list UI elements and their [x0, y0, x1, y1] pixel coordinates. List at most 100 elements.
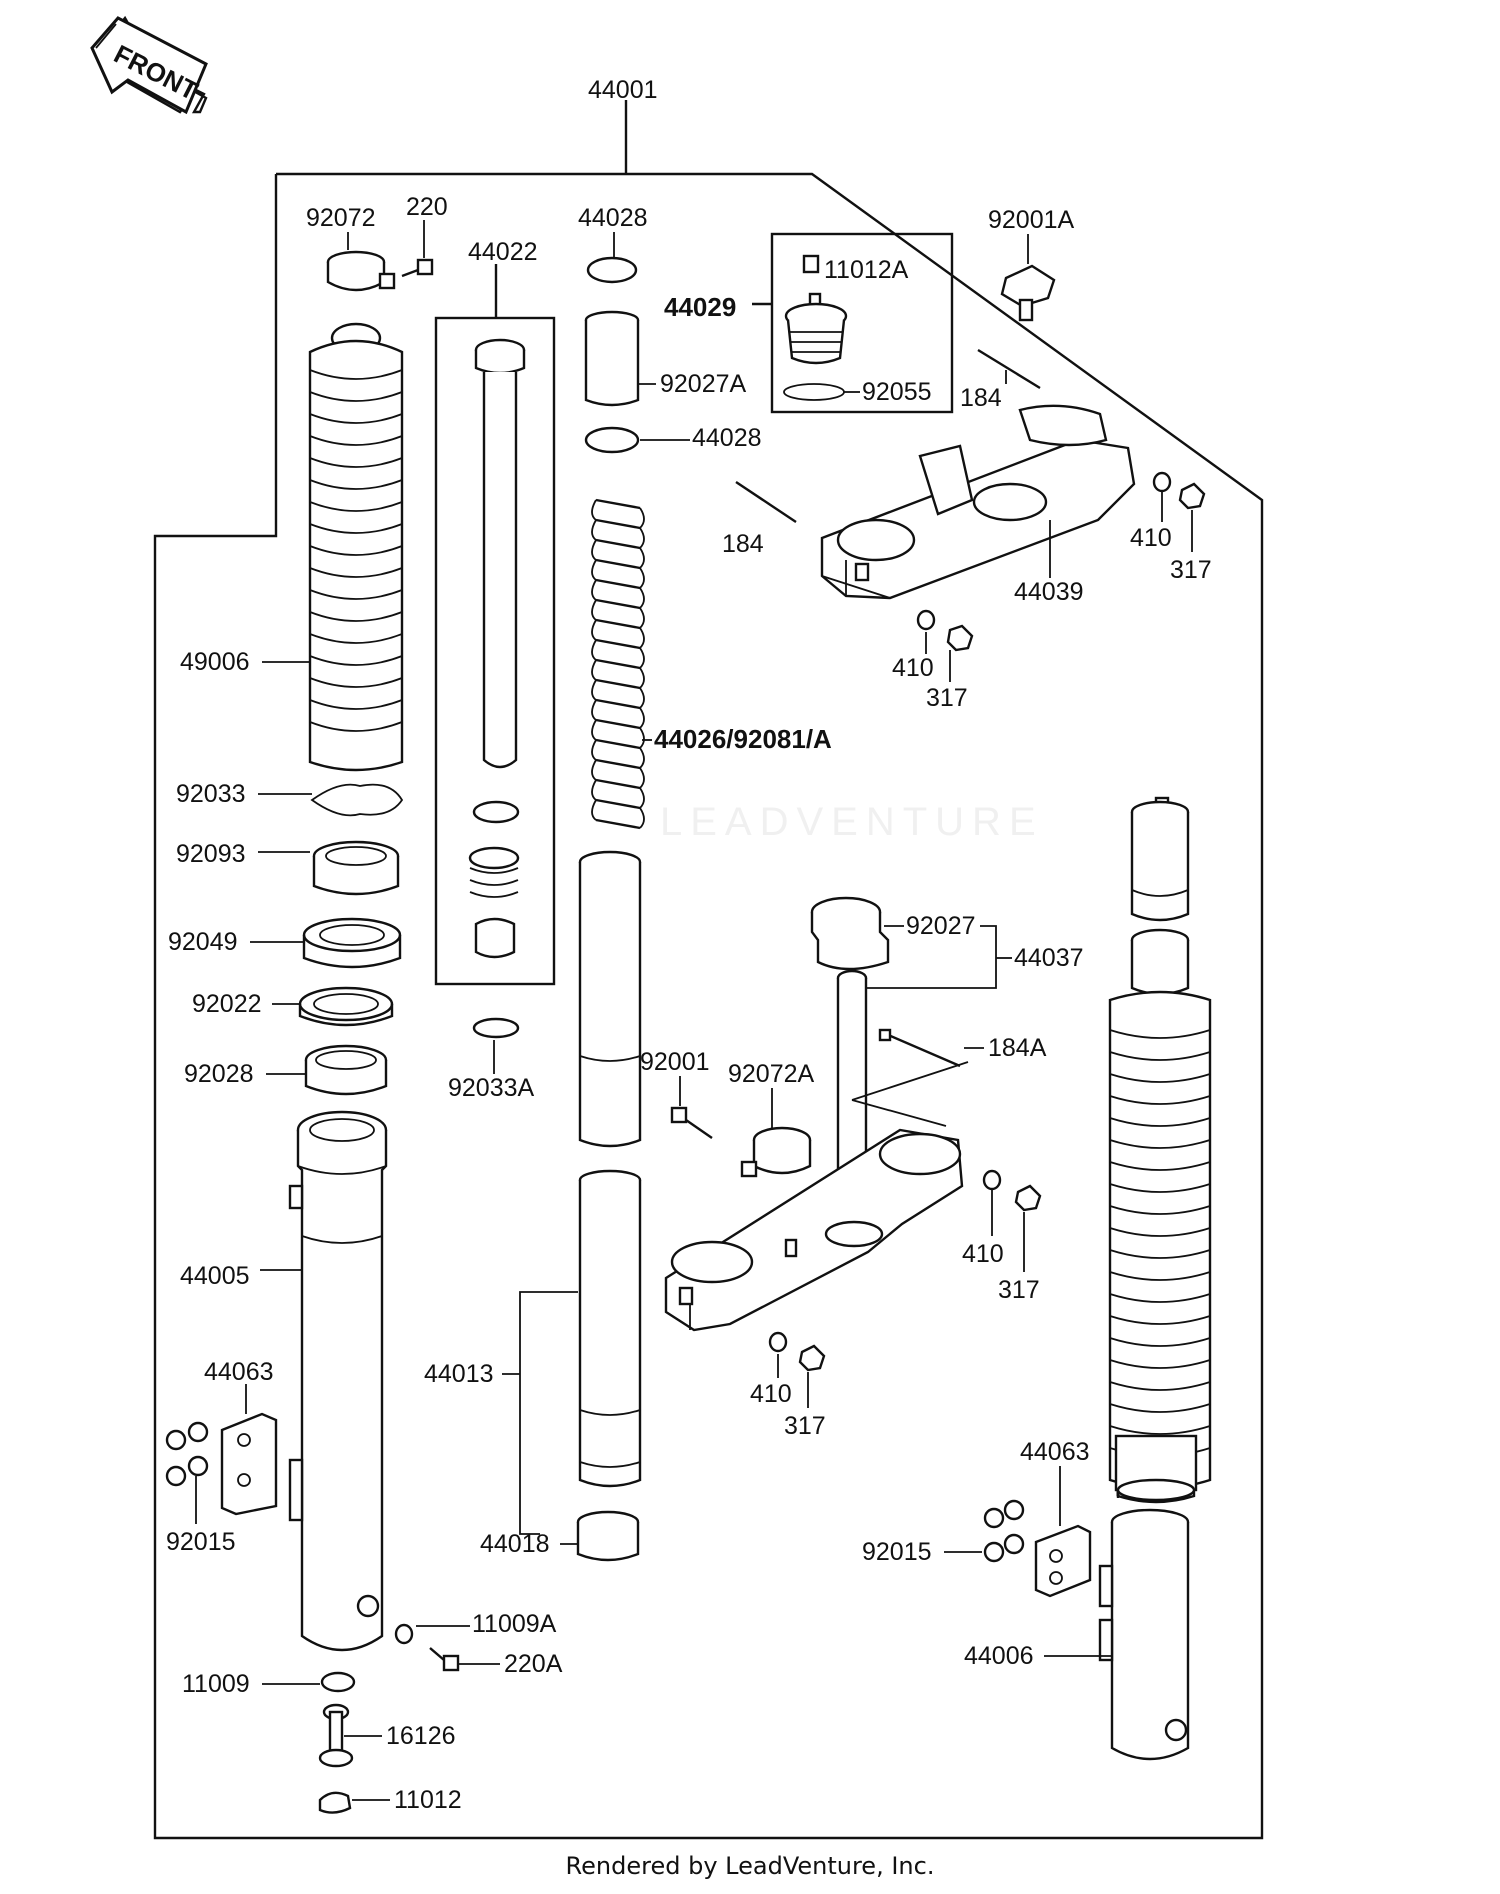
right-fork-assembly-part — [1098, 796, 1212, 1761]
label-92093: 92093 — [176, 840, 246, 868]
bolt-16126-part — [318, 1703, 354, 1768]
label-44005: 44005 — [180, 1262, 250, 1290]
nut-317-b-part — [946, 624, 974, 652]
fork-cap-part — [784, 292, 848, 365]
nut-317-d-part — [798, 1344, 826, 1372]
label-92072A: 92072A — [728, 1060, 815, 1088]
washer-part — [298, 986, 394, 1027]
axle-clamp-right-part — [1034, 1524, 1092, 1598]
label-410-b: 410 — [892, 654, 934, 682]
label-184-right: 184 — [960, 384, 1002, 412]
label-92072: 92072 — [306, 204, 376, 232]
label-317-b: 317 — [926, 684, 968, 712]
label-49006: 49006 — [180, 648, 250, 676]
oil-seal-part — [302, 917, 402, 969]
label-92033: 92033 — [176, 780, 246, 808]
label-44063-left: 44063 — [204, 1358, 274, 1386]
damper-rod-part — [468, 338, 526, 959]
nut-317-c-part — [1014, 1184, 1042, 1212]
cap-44029-box — [770, 232, 954, 414]
label-92022: 92022 — [192, 990, 262, 1018]
washer-410-c-part — [982, 1169, 1002, 1191]
dust-seal-part — [312, 840, 400, 896]
clamp-part — [326, 250, 396, 292]
label-220A: 220A — [504, 1650, 563, 1678]
label-92015-right: 92015 — [862, 1538, 932, 1566]
spring-seat-bottom-part — [584, 426, 640, 454]
circlip-part — [472, 1017, 520, 1039]
footer-credit: Rendered by LeadVenture, Inc. — [565, 1852, 935, 1880]
inner-tube-upper-part — [578, 850, 642, 1148]
outer-tube-left-part — [288, 1110, 388, 1652]
label-44006: 44006 — [964, 1642, 1034, 1670]
fork-boot-part — [308, 322, 404, 772]
label-92027A: 92027A — [660, 370, 747, 398]
label-11009A: 11009A — [472, 1610, 557, 1638]
spacer-92027a-part — [584, 310, 640, 407]
nut-11012-part — [318, 1791, 352, 1814]
air-valve-part — [802, 254, 820, 274]
spring-seat-top-part — [586, 256, 638, 284]
label-44063-right: 44063 — [1020, 1438, 1090, 1466]
label-92028: 92028 — [184, 1060, 254, 1088]
bushing-part — [304, 1044, 388, 1096]
washer-410-a-part — [1152, 471, 1172, 493]
steering-stem-bolt-part — [1000, 264, 1056, 322]
washer-410-d-part — [768, 1331, 788, 1353]
bolt-220a-part — [429, 1647, 460, 1672]
label-11012: 11012 — [394, 1786, 462, 1814]
lower-bracket-part — [664, 1128, 964, 1332]
label-92049: 92049 — [168, 928, 238, 956]
bearing-cone-part — [810, 896, 890, 971]
screw-part — [401, 258, 434, 278]
label-317-a: 317 — [1170, 556, 1212, 584]
label-184A: 184A — [988, 1034, 1047, 1062]
label-44037: 44037 — [1014, 944, 1084, 972]
washer-11009-part — [320, 1671, 356, 1693]
bolt-184A-part — [885, 1032, 961, 1068]
wire-ring-part — [310, 783, 404, 817]
label-410-d: 410 — [750, 1380, 792, 1408]
pinch-bolt-part — [670, 1106, 713, 1139]
label-44029: 44029 — [664, 292, 736, 322]
label-410-a: 410 — [1130, 524, 1172, 552]
label-92033A: 92033A — [448, 1074, 535, 1102]
bolt-184-upper-left — [735, 481, 797, 523]
assembly-outline — [153, 172, 1264, 1840]
fork-spring-part — [591, 498, 645, 830]
label-317-c: 317 — [998, 1276, 1040, 1304]
label-44039: 44039 — [1014, 578, 1084, 606]
label-44018: 44018 — [480, 1530, 550, 1558]
guide-bushing-part — [576, 1510, 640, 1562]
label-92015-left: 92015 — [166, 1528, 236, 1556]
axle-clamp-left-part — [220, 1412, 278, 1516]
upper-bracket-part — [820, 404, 1136, 600]
label-11012A: 11012A — [824, 256, 909, 284]
nuts-left-part — [165, 1421, 209, 1487]
label-16126: 16126 — [386, 1722, 456, 1750]
label-92001A: 92001A — [988, 206, 1075, 234]
washer-410-b-part — [916, 609, 936, 631]
label-44026: 44026/92081/A — [654, 724, 832, 754]
clamp-92072a-part — [740, 1126, 812, 1178]
label-44028-top: 44028 — [578, 204, 648, 232]
label-92001: 92001 — [640, 1048, 710, 1076]
label-184-left: 184 — [722, 530, 764, 558]
front-arrow-icon: FRONT — [90, 15, 208, 115]
nut-317-a-part — [1178, 482, 1206, 510]
label-220: 220 — [406, 193, 448, 221]
label-92055: 92055 — [862, 378, 932, 406]
label-44001: 44001 — [588, 76, 658, 104]
label-44028-bottom: 44028 — [692, 424, 762, 452]
inner-tube-lower-part — [578, 1169, 642, 1488]
label-317-d: 317 — [784, 1412, 826, 1440]
label-44022: 44022 — [468, 238, 538, 266]
label-92027: 92027 — [906, 912, 976, 940]
label-44013: 44013 — [424, 1360, 494, 1388]
label-410-c: 410 — [962, 1240, 1004, 1268]
nuts-right-part — [983, 1499, 1025, 1563]
label-11009: 11009 — [182, 1670, 250, 1698]
bolt-184-upper-right — [977, 348, 1041, 390]
